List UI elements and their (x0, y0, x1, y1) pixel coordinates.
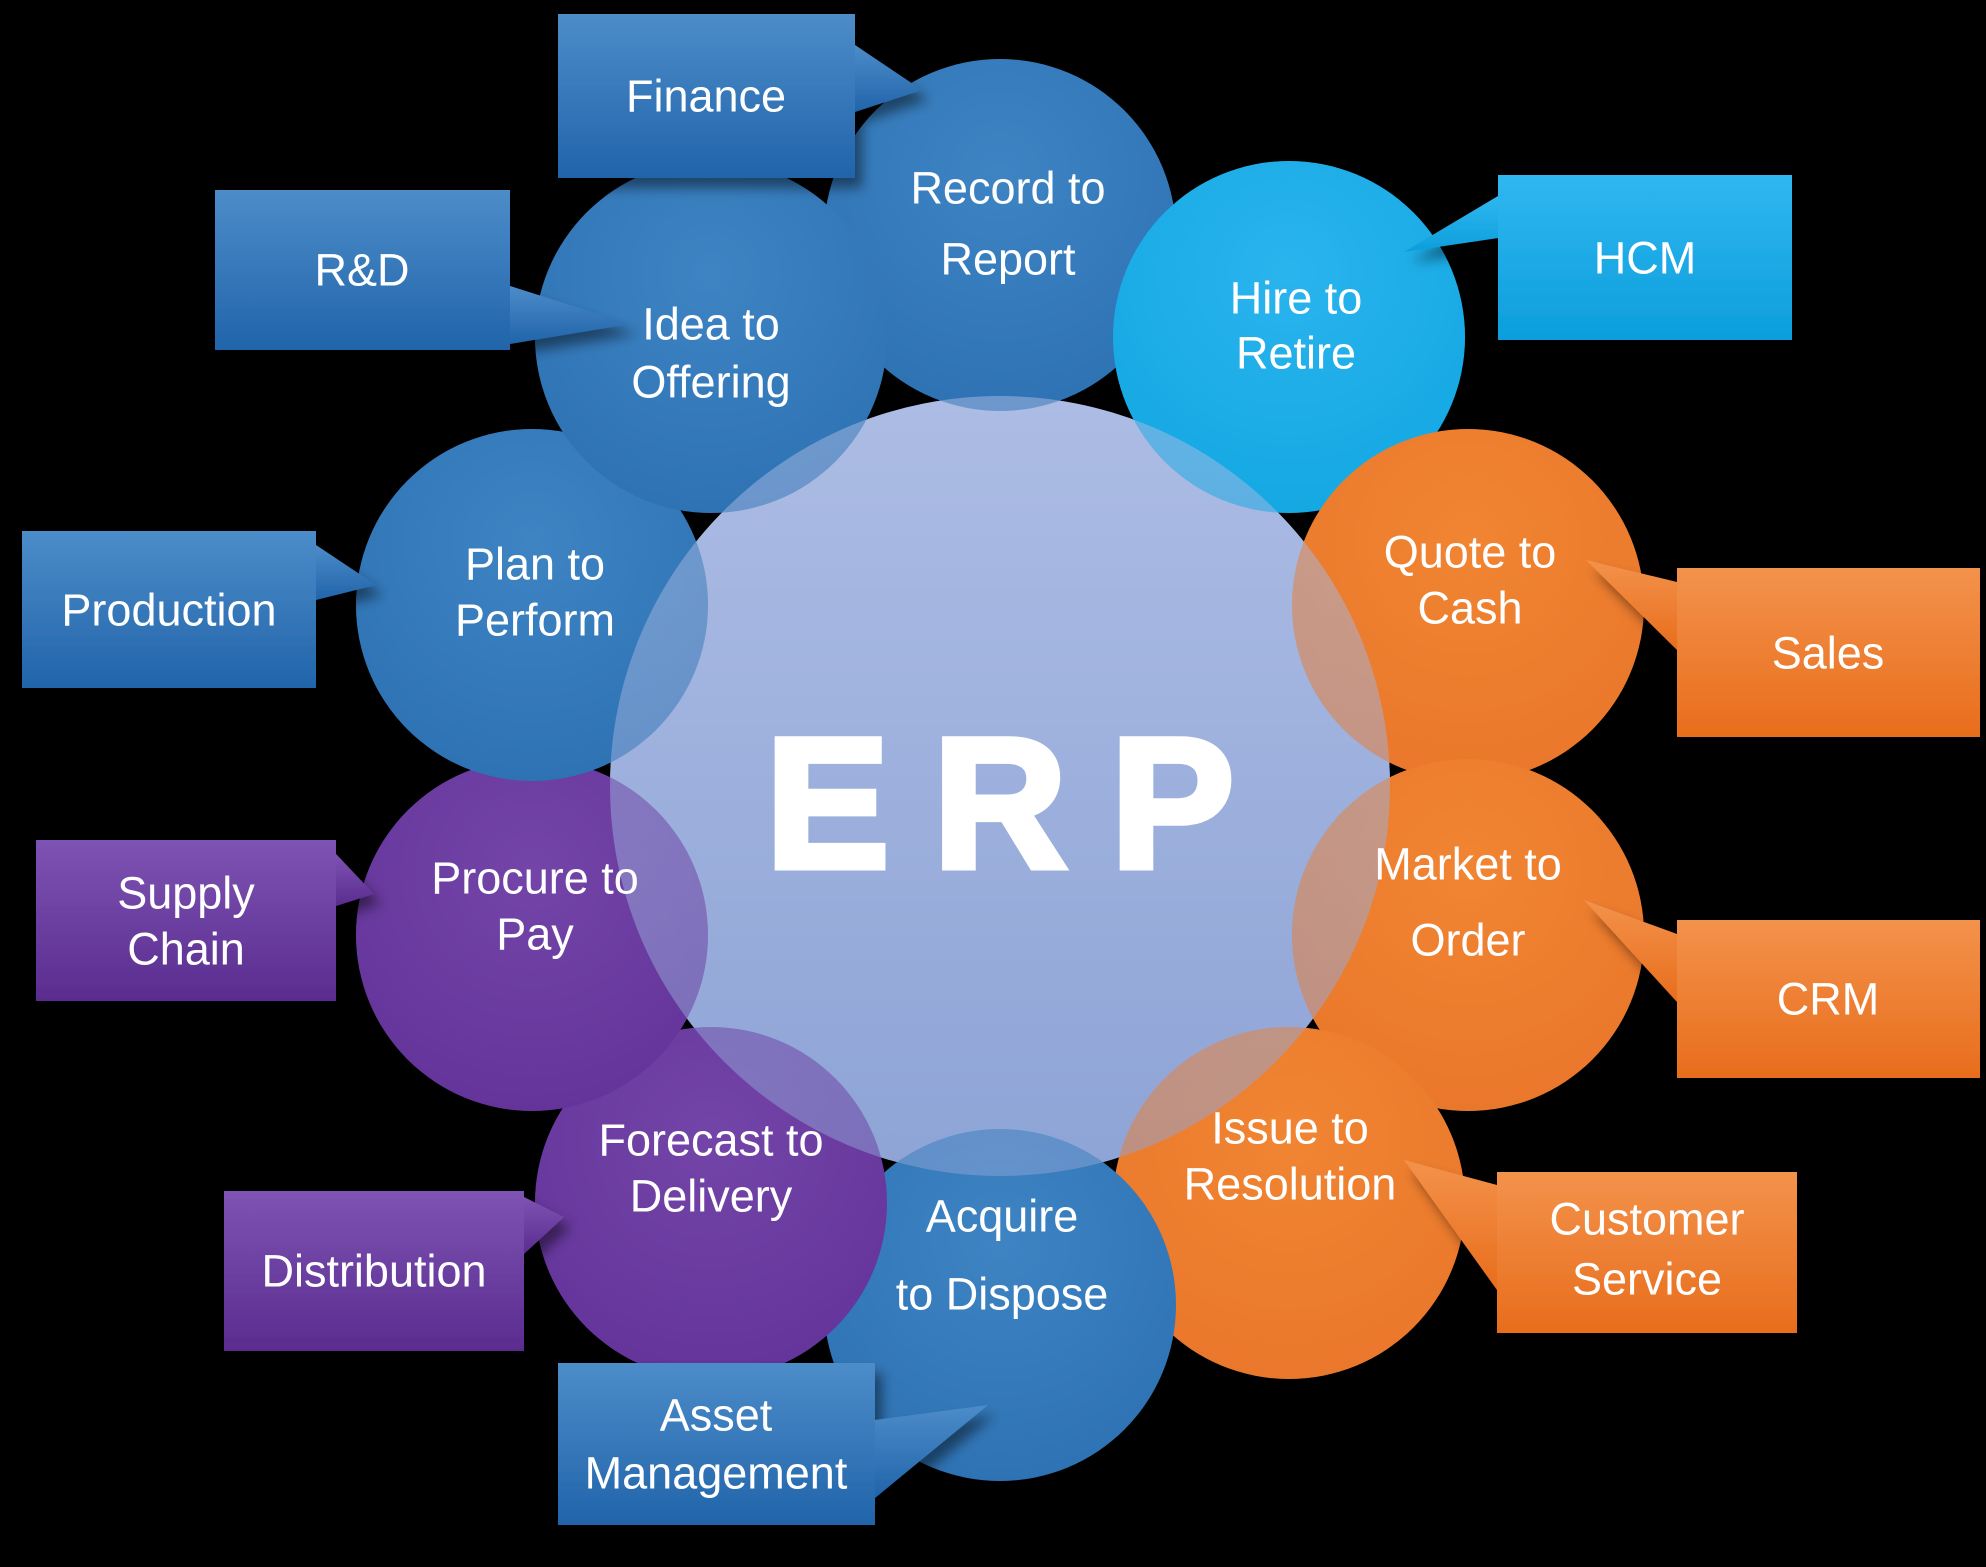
callout-box (22, 531, 316, 688)
node-label-line: Hire to (1230, 273, 1363, 324)
node-label-line: Forecast to (598, 1115, 823, 1166)
node-label-line: Record to (910, 163, 1105, 214)
node-label-line: Offering (631, 357, 790, 408)
node-acquire-to-dispose: Acquire to Dispose (896, 1191, 1109, 1320)
node-label-line: Market to (1374, 839, 1562, 890)
node-procure-to-pay: Procure to Pay (431, 853, 639, 960)
callout-customer-service: Customer Service (1404, 1160, 1797, 1333)
node-label-line: Pay (496, 909, 574, 960)
node-label-line: Delivery (630, 1171, 793, 1222)
callout-rnd: R&D (215, 190, 630, 350)
callout-tail (1404, 1160, 1497, 1290)
node-market-to-order: Market to Order (1374, 839, 1562, 966)
callout-hcm: HCM (1404, 175, 1792, 340)
callout-text: Management (585, 1448, 848, 1499)
node-quote-to-cash: Quote to Cash (1384, 527, 1557, 634)
node-labels: Record to Report Hire to Retire Quote to… (431, 163, 1562, 1320)
callout-text: Finance (626, 71, 786, 122)
callout-box (558, 1363, 875, 1525)
node-label-line: Retire (1236, 328, 1356, 379)
callout-text: Service (1572, 1254, 1722, 1305)
callout-text: Customer (1549, 1194, 1744, 1245)
callout-tail (510, 286, 630, 344)
callout-tail (855, 45, 922, 112)
callout-finance: Finance (558, 14, 922, 178)
node-label-line: to Dispose (896, 1269, 1109, 1320)
callout-box (36, 840, 336, 1001)
node-label-line: Quote to (1384, 527, 1557, 578)
node-label-line: Cash (1417, 583, 1522, 634)
callout-box (1677, 568, 1980, 737)
callout-text: R&D (314, 245, 409, 296)
callout-distribution: Distribution (224, 1191, 564, 1351)
callout-asset-management: Asset Management (558, 1363, 988, 1525)
node-label-line: Acquire (926, 1191, 1079, 1242)
node-label-line: Order (1410, 915, 1525, 966)
callout-labels: Finance R&D Production Supply Chain (22, 14, 1980, 1525)
callout-tail (336, 854, 374, 906)
node-label-line: Issue to (1211, 1103, 1369, 1154)
node-label-line: Procure to (431, 853, 639, 904)
callout-tail (1584, 900, 1677, 1002)
node-hire-to-retire: Hire to Retire (1230, 273, 1363, 379)
callout-text: Supply (117, 868, 255, 919)
callout-supply-chain: Supply Chain (36, 840, 374, 1001)
node-plan-to-perform: Plan to Perform (455, 539, 615, 646)
callout-box (558, 14, 855, 178)
node-label-line: Report (940, 234, 1076, 285)
callout-text: HCM (1594, 233, 1696, 284)
callout-text: Sales (1772, 628, 1885, 679)
callout-box (1497, 1172, 1797, 1333)
callout-tail (316, 545, 376, 600)
callout-sales: Sales (1586, 560, 1980, 737)
callout-tail (1404, 196, 1498, 252)
node-label-line: Plan to (465, 539, 605, 590)
node-issue-to-resolution: Issue to Resolution (1184, 1103, 1397, 1210)
callout-text: CRM (1777, 974, 1879, 1025)
callout-tail (1586, 560, 1677, 650)
callout-text: Chain (127, 924, 245, 975)
callout-box (1677, 920, 1980, 1078)
node-label-line: Perform (455, 595, 615, 646)
node-forecast-to-delivery: Forecast to Delivery (598, 1115, 823, 1222)
callout-text: Production (61, 585, 276, 636)
callout-tail (524, 1197, 564, 1254)
callout-box (224, 1191, 524, 1351)
hub-label: ERP (766, 701, 1278, 907)
callout-text: Asset (660, 1390, 773, 1441)
node-idea-to-offering: Idea to Offering (631, 299, 790, 408)
callout-box (1498, 175, 1792, 340)
callout-text: Distribution (261, 1246, 486, 1297)
callout-box (215, 190, 510, 350)
callout-tail (875, 1405, 988, 1498)
node-label-line: Resolution (1184, 1159, 1397, 1210)
node-record-to-report: Record to Report (910, 163, 1105, 285)
callout-crm: CRM (1584, 900, 1980, 1078)
node-label-line: Idea to (642, 299, 780, 350)
callout-production: Production (22, 531, 376, 688)
